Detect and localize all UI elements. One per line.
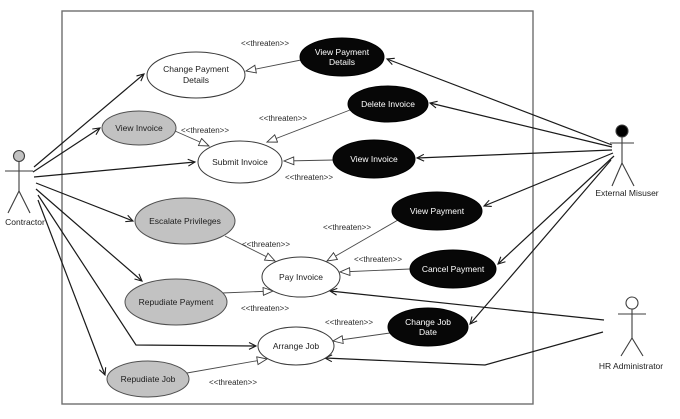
usecase-ellipse bbox=[197, 140, 283, 184]
assoc-contractor-arrange-job bbox=[37, 194, 258, 350]
usecase-ellipse bbox=[124, 278, 228, 326]
misusecase-ellipse bbox=[387, 307, 469, 347]
contractor-label: Contractor bbox=[5, 217, 45, 227]
usecase-change-payment-details: Change Payment Details bbox=[146, 51, 246, 99]
external-misuser-label: External Misuser bbox=[595, 188, 658, 198]
usecase-pay-invoice: Pay Invoice bbox=[261, 256, 341, 298]
misusecase-ellipse bbox=[391, 191, 483, 231]
threaten-label: <<threaten>> bbox=[181, 126, 229, 135]
misusecase-change-job-date: Change Job Date bbox=[387, 307, 469, 347]
misusecase-label-line1: View Payment bbox=[315, 47, 370, 57]
actor-contractor: Contractor bbox=[5, 149, 45, 227]
assoc-contractor-submit-invoice bbox=[33, 158, 197, 178]
misusecase-view-payment: View Payment bbox=[391, 191, 483, 231]
usecase-arrange-job: Arrange Job bbox=[257, 326, 335, 366]
threaten-label: <<threaten>> bbox=[325, 318, 373, 327]
hr-administrator-actor-icon bbox=[618, 296, 646, 357]
misusecase-label-line1: Change Job bbox=[405, 317, 451, 327]
usecase-ellipse bbox=[257, 326, 335, 366]
misusecase-view-payment-details: View Payment Details bbox=[299, 37, 385, 77]
threaten-arrows bbox=[174, 59, 411, 374]
assoc-hradmin-arrange-job bbox=[323, 331, 604, 366]
contractor-associations bbox=[32, 73, 258, 377]
actor-external-misuser: External Misuser bbox=[595, 124, 659, 198]
threaten-repudiate-job bbox=[186, 359, 267, 374]
misusecase-label: Delete Invoice bbox=[361, 99, 415, 109]
assoc-misuser-cancel-payment bbox=[497, 155, 615, 265]
misusecase-label: View Payment bbox=[410, 206, 465, 216]
usecase-ellipse bbox=[146, 51, 246, 99]
external-misuser-actor-icon bbox=[610, 124, 635, 187]
misusecase-label: View Invoice bbox=[350, 154, 398, 164]
threaten-label: <<threaten>> bbox=[259, 114, 307, 123]
threaten-label: <<threaten>> bbox=[241, 304, 289, 313]
usecase-label: Arrange Job bbox=[273, 341, 320, 351]
usecase-label: Pay Invoice bbox=[279, 272, 323, 282]
assoc-misuser-view-payment bbox=[482, 152, 614, 208]
assoc-misuser-delete-invoice bbox=[428, 100, 613, 148]
usecase-repudiate-job: Repudiate Job bbox=[106, 360, 190, 398]
usecase-ellipse bbox=[101, 110, 177, 146]
assoc-contractor-view-invoice bbox=[32, 127, 102, 173]
threaten-escalate-privileges bbox=[224, 235, 275, 261]
usecase-label: View Invoice bbox=[115, 123, 163, 133]
misusecase-delete-invoice: Delete Invoice bbox=[347, 85, 429, 123]
assoc-contractor-escalate-privileges bbox=[35, 182, 135, 223]
assoc-contractor-change-payment-details bbox=[33, 73, 145, 168]
usecase-ellipse bbox=[134, 197, 236, 245]
misusecase-ellipse bbox=[299, 37, 385, 77]
misusecase-label-line2: Details bbox=[329, 57, 355, 67]
threaten-change-job-date bbox=[333, 332, 391, 341]
usecase-label: Repudiate Payment bbox=[139, 297, 214, 307]
misusecase-ellipse bbox=[409, 249, 497, 289]
threaten-repudiate-payment bbox=[221, 291, 273, 293]
assoc-misuser-change-job-date bbox=[469, 159, 612, 325]
assoc-misuser-view-invoice bbox=[415, 149, 613, 162]
threaten-view-invoice-black bbox=[284, 160, 335, 161]
hr-administrator-associations bbox=[323, 287, 605, 366]
threaten-view-invoice-gray bbox=[174, 130, 209, 146]
threaten-view-payment-details bbox=[246, 59, 302, 71]
assoc-contractor-repudiate-job bbox=[37, 199, 107, 377]
threaten-view-payment bbox=[327, 219, 399, 261]
threaten-label: <<threaten>> bbox=[285, 173, 333, 182]
misusecase-ellipse bbox=[332, 139, 416, 179]
threaten-label: <<threaten>> bbox=[209, 378, 257, 387]
usecase-label-line1: Change Payment bbox=[163, 64, 229, 74]
usecase-view-invoice-gray: View Invoice bbox=[101, 110, 177, 146]
usecase-ellipse bbox=[261, 256, 341, 298]
assoc-hradmin-pay-invoice bbox=[328, 287, 605, 321]
actor-hr-administrator: HR Administrator bbox=[599, 296, 663, 371]
assoc-misuser-view-payment-details bbox=[385, 57, 613, 146]
threaten-cancel-payment bbox=[340, 269, 411, 272]
threaten-label: <<threaten>> bbox=[242, 240, 290, 249]
usecase-repudiate-payment: Repudiate Payment bbox=[124, 278, 228, 326]
system-boundary bbox=[61, 10, 534, 405]
contractor-actor-icon bbox=[5, 149, 33, 214]
threaten-labels: <<threaten>> <<threaten>> <<threaten>> <… bbox=[181, 39, 402, 387]
threaten-delete-invoice bbox=[267, 109, 351, 142]
misusecase-label: Cancel Payment bbox=[422, 264, 485, 274]
usecase-label: Repudiate Job bbox=[121, 374, 176, 384]
misusecase-label-line2: Date bbox=[419, 327, 437, 337]
usecase-escalate-privileges: Escalate Privileges bbox=[134, 197, 236, 245]
misusecase-cancel-payment: Cancel Payment bbox=[409, 249, 497, 289]
threaten-label: <<threaten>> bbox=[354, 255, 402, 264]
threaten-label: <<threaten>> bbox=[241, 39, 289, 48]
assoc-contractor-repudiate-payment bbox=[35, 188, 143, 282]
usecase-label: Escalate Privileges bbox=[149, 216, 221, 226]
usecase-label: Submit Invoice bbox=[212, 157, 268, 167]
misusecase-view-invoice: View Invoice bbox=[332, 139, 416, 179]
misusecase-ellipse bbox=[347, 85, 429, 123]
usecase-submit-invoice: Submit Invoice bbox=[197, 140, 283, 184]
external-misuser-associations bbox=[385, 57, 615, 325]
usecase-ellipse bbox=[106, 360, 190, 398]
hr-administrator-label: HR Administrator bbox=[599, 361, 663, 371]
threaten-label: <<threaten>> bbox=[323, 223, 371, 232]
usecase-label-line2: Details bbox=[183, 75, 209, 85]
